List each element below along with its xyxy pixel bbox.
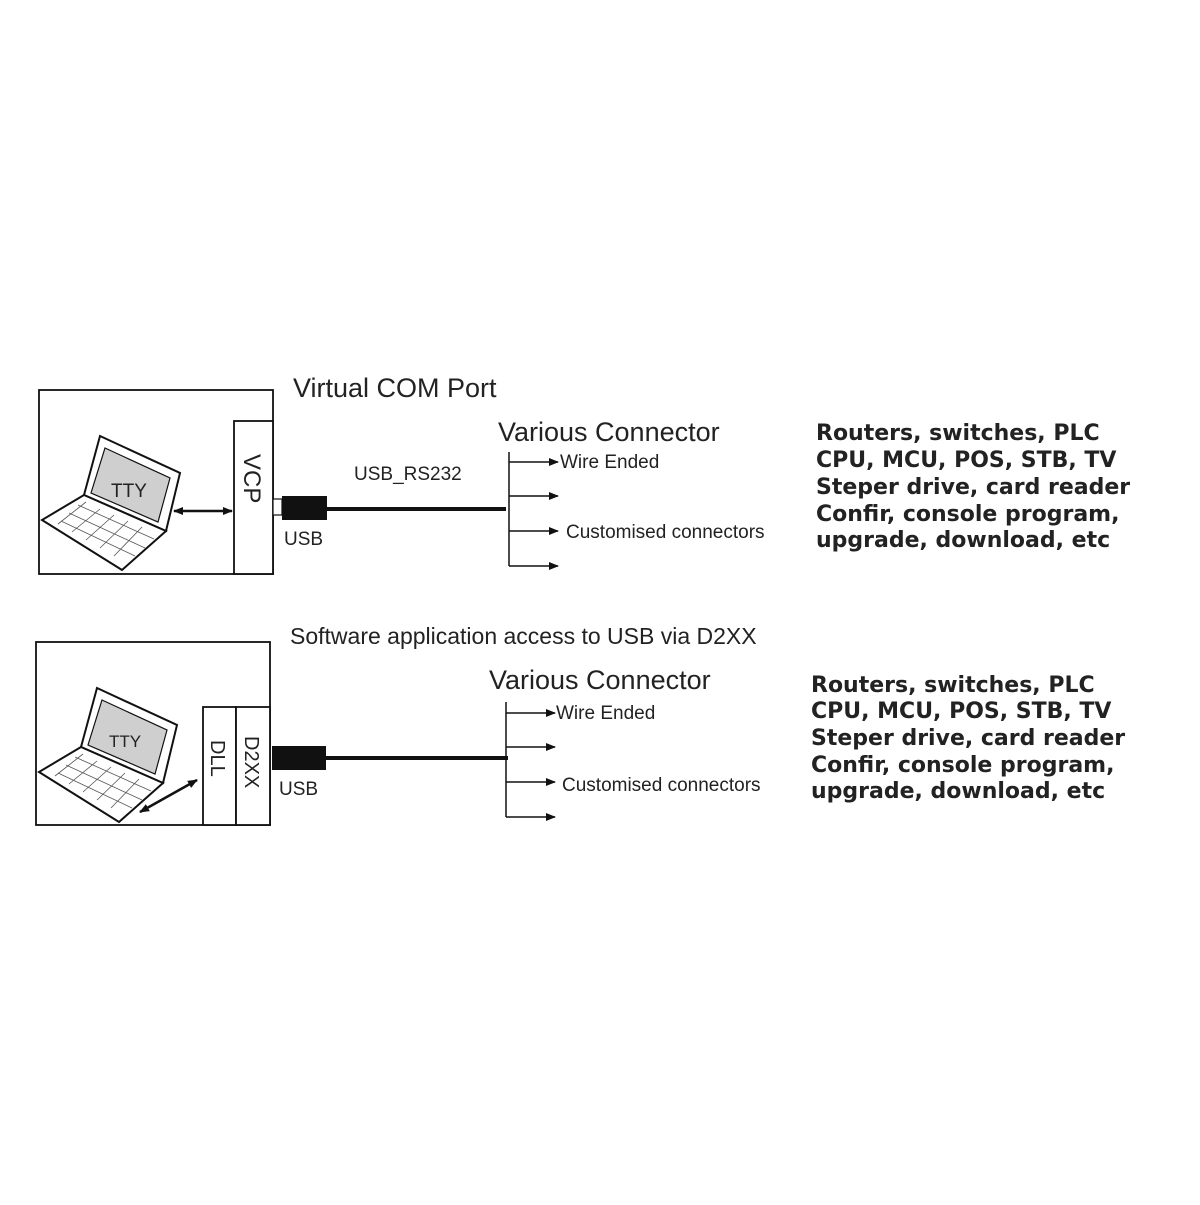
tty-screen-label: TTY bbox=[109, 732, 141, 751]
dll-driver-box bbox=[202, 706, 237, 826]
customised-connectors-label: Customised connectors bbox=[566, 522, 765, 543]
application-item: CPU, MCU, POS, STB, TV bbox=[816, 448, 1116, 473]
application-item: Confir, console program, bbox=[811, 753, 1114, 778]
usb-plug bbox=[282, 496, 327, 520]
application-list: Routers, switches, PLC CPU, MCU, POS, ST… bbox=[816, 421, 1130, 553]
laptop-icon bbox=[40, 434, 182, 572]
pc-dll-arrow bbox=[139, 778, 198, 814]
application-list: Routers, switches, PLC CPU, MCU, POS, ST… bbox=[811, 673, 1125, 804]
d2xx-driver-box bbox=[235, 706, 271, 826]
vcp-driver-box bbox=[233, 420, 274, 575]
application-item: Steper drive, card reader bbox=[811, 726, 1125, 751]
application-item: upgrade, download, etc bbox=[811, 779, 1105, 804]
tty-screen-label: TTY bbox=[111, 481, 147, 502]
d2xx-label: D2XX bbox=[240, 736, 262, 788]
diagram-d2xx: Software application access to USB via D… bbox=[35, 623, 1125, 826]
usb-plug bbox=[272, 746, 326, 770]
diagram-vcp: Virtual COM Port VCP TTY USB bbox=[38, 373, 1130, 575]
laptop-icon bbox=[37, 686, 179, 824]
vcp-label: VCP bbox=[238, 454, 265, 503]
diagram1-title: Virtual COM Port bbox=[293, 373, 497, 403]
diagram2-title: Software application access to USB via D… bbox=[290, 623, 757, 649]
application-item: Routers, switches, PLC bbox=[811, 673, 1095, 698]
wire-ended-label: Wire Ended bbox=[556, 703, 655, 724]
application-item: upgrade, download, etc bbox=[816, 528, 1110, 553]
connector-title: Various Connector bbox=[489, 665, 711, 695]
usb-plug-label: USB bbox=[284, 529, 323, 550]
wire-ended-label: Wire Ended bbox=[560, 452, 659, 473]
application-item: Steper drive, card reader bbox=[816, 475, 1130, 500]
connector-title: Various Connector bbox=[498, 417, 720, 447]
usb-plug-label: USB bbox=[279, 779, 318, 800]
application-item: Routers, switches, PLC bbox=[816, 421, 1100, 446]
application-item: CPU, MCU, POS, STB, TV bbox=[811, 699, 1111, 724]
usb-plug-tip bbox=[272, 498, 283, 516]
customised-connectors-label: Customised connectors bbox=[562, 775, 761, 796]
usb-rs232-label: USB_RS232 bbox=[354, 464, 462, 485]
dll-label: DLL bbox=[206, 740, 228, 777]
application-item: Confir, console program, bbox=[816, 502, 1119, 527]
